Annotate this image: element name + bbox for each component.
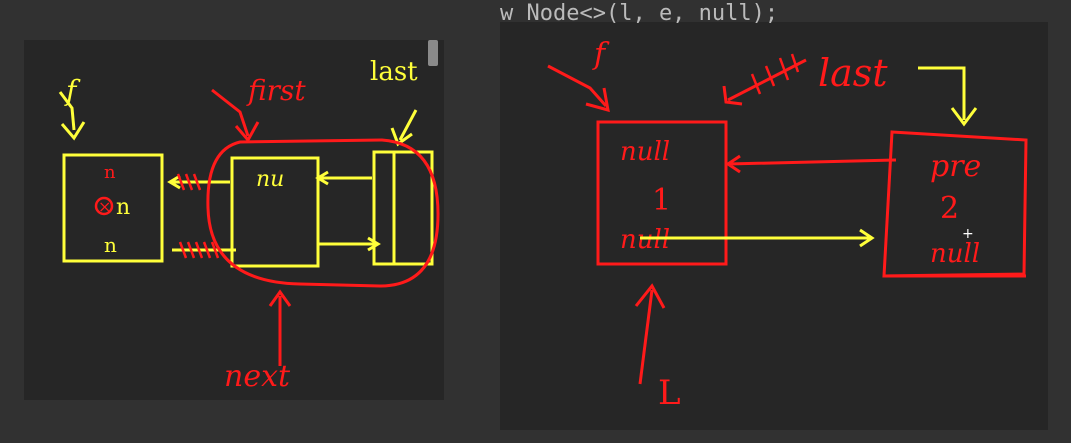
node1-item: 1 (652, 183, 671, 218)
arrow-l (638, 289, 654, 385)
node2-next: null (930, 239, 980, 269)
strike-prev-left (176, 173, 202, 191)
scrollbar-thumb[interactable] (428, 40, 438, 66)
arrow-first (211, 88, 250, 137)
label-next: next (224, 359, 291, 394)
left-panel (24, 40, 444, 400)
node-f-x: × (98, 197, 111, 216)
arrow-node1-next (640, 228, 875, 248)
node-f-top: n (104, 162, 116, 183)
strike-next-left (178, 241, 220, 259)
left-diagram: f n × n n first nu last (58, 57, 440, 394)
node2-prev: pre (930, 149, 981, 184)
label-first: first (246, 74, 306, 107)
node-f-middle: n (116, 195, 130, 220)
right-diagram: f last null 1 null pre 2 + null L (547, 37, 1028, 413)
arrowhead-last-old (722, 85, 743, 106)
arrowhead-next-label (268, 289, 292, 307)
arrowhead-first (234, 121, 260, 143)
code-line: w Node<>(l, e, null); (500, 1, 778, 26)
node1-prev: null (620, 137, 670, 167)
arrow-last-left (398, 109, 418, 141)
node-f-box (62, 153, 164, 263)
arrow-last-right (918, 66, 966, 120)
node-f-bottom: n (104, 233, 117, 257)
arrow-mid-last-prev (315, 170, 372, 186)
node-last-box (372, 150, 434, 266)
node2-box (882, 130, 1028, 278)
arrow-last-old (727, 58, 807, 102)
node2-item: 2 (940, 191, 959, 226)
node-mid-box (230, 156, 320, 268)
arrow-node2-prev (725, 154, 897, 174)
node-f-circle (94, 196, 114, 216)
node1-next: null (620, 225, 670, 255)
arrowhead-l (634, 283, 666, 309)
arrow-mid-last-next (318, 236, 381, 252)
arrow-f-right (547, 64, 608, 107)
label-last-left: last (370, 57, 418, 87)
label-l: L (658, 373, 681, 413)
arrowhead-f-left (60, 121, 86, 141)
cursor-plus-icon: + (962, 226, 974, 242)
arrow-f-left (58, 91, 76, 131)
arrowhead-last-right (950, 107, 978, 127)
strike-last-old (750, 53, 800, 95)
arrowhead-f-right (585, 87, 610, 113)
node-mid-text: nu (256, 167, 284, 192)
red-loop (206, 138, 440, 288)
label-last-right: last (818, 51, 888, 95)
